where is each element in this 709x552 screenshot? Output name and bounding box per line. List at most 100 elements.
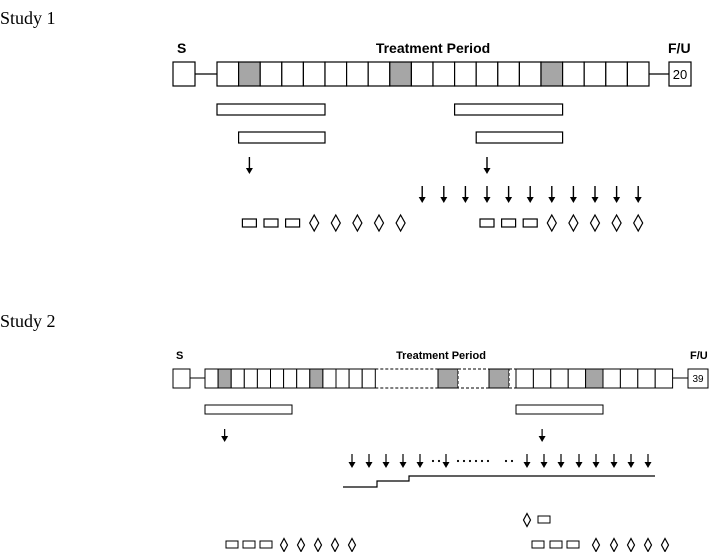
- study-2-continuation-dot: [510, 459, 514, 463]
- study-1-followup-label: F/U: [668, 40, 691, 56]
- study-1-itraconazole-dose-arrow: [418, 186, 426, 203]
- study-1-day-cell: [259, 61, 283, 87]
- study-2-title: Study 2: [0, 311, 56, 331]
- study-2-gap-dashed-box: [508, 368, 517, 389]
- study-2-pk-carbamazepine-diamond: [522, 512, 532, 528]
- study-1-day-cell: [518, 61, 542, 87]
- study-2-day-cell: [322, 368, 337, 389]
- study-2-continuation-dot: [486, 459, 490, 463]
- study-2-period-label: Treatment Period: [396, 350, 486, 362]
- study-2-schedule-marks: [204, 404, 670, 552]
- study-2-pk-tepotinib-diamond: [643, 537, 653, 552]
- study-2-continuation-dot: [462, 459, 466, 463]
- study-1-tepotinib-dose-arrow: [245, 157, 253, 174]
- study-1-pk-sample-rect: [522, 218, 538, 228]
- study-1-fecal-sampling-bar: [238, 131, 326, 144]
- study-1-day-cell: [540, 61, 564, 87]
- study-2-gap-dashed-box: [457, 368, 490, 389]
- study-2-day-cell: [602, 368, 621, 389]
- study-1-day-cell: [583, 61, 607, 87]
- study-2-carbamazepine-dose-arrow: [399, 454, 407, 468]
- study-1-pk-sample-diamond: [373, 213, 385, 233]
- study-2-pk-carbamazepine-rect: [537, 515, 551, 524]
- study-1-day-cells: [216, 61, 650, 87]
- study-1-day-cell: [432, 61, 456, 87]
- study-2-pk-tepotinib-diamond: [626, 537, 636, 552]
- study-1-itraconazole-dose-arrow: [591, 186, 599, 203]
- study-1-itraconazole-dose-arrow: [613, 186, 621, 203]
- study-1-itraconazole-dose-arrow: [505, 186, 513, 203]
- study-2-day-cell: [619, 368, 639, 389]
- study-2-carbamazepine-dose-arrow: [610, 454, 618, 468]
- study-2-pk-tepotinib-rect: [531, 540, 545, 549]
- study-2-tepotinib-dose-arrow: [538, 429, 546, 442]
- study-1-pk-sample-diamond: [352, 213, 363, 233]
- study-1-pk-sample-rect: [501, 218, 517, 228]
- study-2-pk-tepotinib-rect: [225, 540, 239, 549]
- study-1-itraconazole-dose-arrow: [461, 186, 469, 203]
- study-1-pk-sample-diamond: [589, 213, 601, 233]
- study-2-continuation-dot: [504, 459, 508, 463]
- study-2-followup-day: 39: [692, 374, 704, 385]
- study-1-itraconazole-dose-arrow: [526, 186, 534, 203]
- study-2-day-cell: [348, 368, 363, 389]
- study-2-carbamazepine-dose-arrow: [348, 454, 356, 468]
- study-1-day-cell: [346, 61, 369, 87]
- study-2-day-cell: [335, 368, 350, 389]
- study-2-carbamazepine-dose-arrow: [540, 454, 548, 468]
- study-1-day-cell: [410, 61, 434, 87]
- study-2-carbamazepine-dose-arrow: [523, 454, 531, 468]
- study-2-hospitalization-bar: [204, 404, 293, 415]
- study-1-day-cell: [497, 61, 520, 87]
- study-2-day-cell: [515, 368, 534, 389]
- study-2-day-cell: [217, 368, 232, 389]
- study-2-day-cell: [567, 368, 587, 389]
- study-1-day-cell: [389, 61, 412, 87]
- study-2-followup-box: [687, 368, 709, 389]
- study-2-carbamazepine-dose-arrow: [416, 454, 424, 468]
- study-1-day-cell: [238, 61, 261, 87]
- study-2-carbamazepine-dose-arrow: [644, 454, 652, 468]
- study-2-pk-tepotinib-diamond: [296, 537, 306, 552]
- study-1-followup-box: [668, 61, 692, 87]
- study-2-continuation-dot: [474, 459, 478, 463]
- study-1-hospitalization-bar: [216, 103, 326, 116]
- study-1-pk-sample-rect: [263, 218, 279, 228]
- study-1-day-cell: [302, 61, 326, 87]
- study-2-day-cell: [230, 368, 245, 389]
- study-2-pk-tepotinib-diamond: [660, 537, 670, 552]
- study-2-continuation-dot: [480, 459, 484, 463]
- study-2-continuation-dot: [431, 459, 435, 463]
- study-2-day-cell: [585, 368, 604, 389]
- study-2-day-cell: [270, 368, 285, 389]
- study-2-day-cell: [204, 368, 219, 389]
- study-1-followup-day: 20: [673, 67, 687, 82]
- study-2-pk-tepotinib-rect: [549, 540, 563, 549]
- study-1-pk-sample-diamond: [309, 213, 320, 233]
- study-1-pk-sample-diamond: [633, 213, 644, 233]
- study-2-day-cell: [309, 368, 324, 389]
- study-2-screening-label: S: [176, 350, 183, 362]
- study-2-day-cell: [361, 368, 376, 389]
- study-2-dose-titration-line: [343, 475, 655, 488]
- study-2-carbamazepine-dose-arrow: [442, 454, 450, 468]
- study-2-followup-label: F/U: [690, 350, 708, 362]
- study-2-pk-tepotinib-diamond: [591, 537, 601, 552]
- study-2-continuation-dot: [456, 459, 460, 463]
- study-1-day-cell: [216, 61, 240, 87]
- study-2-screening-box: [172, 368, 191, 389]
- study-2-carbamazepine-dose-arrow: [592, 454, 600, 468]
- study-2-pk-tepotinib-diamond: [313, 537, 323, 552]
- study-1-day-cell: [324, 61, 348, 87]
- study-1-itraconazole-dose-arrow: [548, 186, 556, 203]
- study-1-itraconazole-dose-arrow: [440, 186, 448, 203]
- study-2-day-cell: [637, 368, 656, 389]
- study-1-day-cell: [454, 61, 477, 87]
- study-1-day-cell: [605, 61, 628, 87]
- study-2-day-cell: [256, 368, 271, 389]
- study-2-day-cell: [488, 368, 510, 389]
- study-2-panel: Study 2 S Treatment Period F/U 39: [0, 311, 709, 552]
- study-2-continuation-dot: [437, 459, 441, 463]
- study-2-carbamazepine-dose-arrow: [627, 454, 635, 468]
- study-2-carbamazepine-dose-arrow: [575, 454, 583, 468]
